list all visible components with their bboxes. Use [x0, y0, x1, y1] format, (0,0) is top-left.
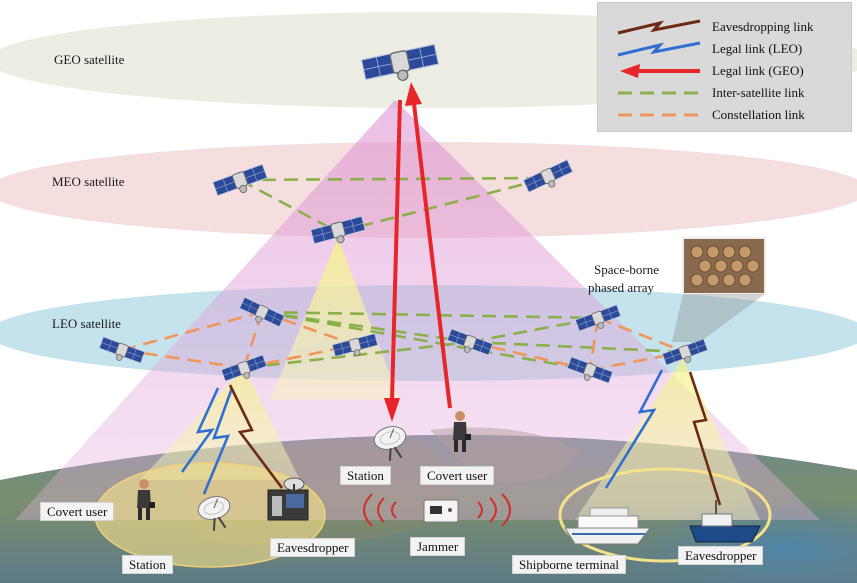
legend-item-constellation: Constellation link: [598, 105, 851, 127]
legend-label-constellation: Constellation link: [712, 107, 805, 122]
phased-array-icon: [672, 237, 766, 342]
leo-layer-label: LEO satellite: [52, 316, 121, 331]
phased-array-label-line1: Space-borne: [594, 262, 659, 277]
meo-layer-label: MEO satellite: [52, 174, 125, 189]
eavesdropping-link-icon: [617, 19, 701, 35]
legal-geo-links: [384, 82, 452, 422]
eavesdropper-left-label: Eavesdropper: [270, 538, 356, 557]
phased-array-label-line2: phased array: [588, 280, 655, 295]
jammer-label: Jammer: [410, 537, 466, 556]
legend: Eavesdropping link Legal link (LEO) Lega…: [597, 2, 852, 132]
jammer-waves: [363, 493, 511, 527]
building-icon: [267, 477, 309, 521]
legend-label-legal-geo: Legal link (GEO): [712, 63, 804, 78]
legend-label-inter-satellite: Inter-satellite link: [712, 85, 805, 100]
ship-icon-eavesdropper: [689, 500, 761, 543]
station-left-label: Station: [122, 555, 173, 574]
right-coverage-area: [558, 467, 772, 563]
legal-leo-links: [180, 369, 664, 495]
legend-item-legal-geo: Legal link (GEO): [598, 61, 851, 83]
eavesdropper-right-label: Eavesdropper: [678, 546, 764, 565]
legend-item-eavesdropping: Eavesdropping link: [598, 17, 851, 39]
shipborne-terminal-label: Shipborne terminal: [512, 555, 627, 574]
legend-item-inter-satellite: Inter-satellite link: [598, 83, 851, 105]
legend-item-legal-leo: Legal link (LEO): [598, 39, 851, 61]
inter-satellite-link-icon: [618, 91, 700, 95]
ship-icon-cruise: [564, 507, 651, 545]
covert-user-left-label: Covert user: [40, 502, 115, 521]
legend-label-legal-leo: Legal link (LEO): [712, 41, 803, 56]
constellation-link-icon: [618, 113, 700, 117]
station-center-label: Station: [340, 466, 391, 485]
leo-beam-right: [575, 358, 760, 520]
eavesdropping-links: [228, 371, 722, 506]
legal-geo-link-icon: [620, 64, 700, 78]
legal-leo-link-icon: [617, 41, 701, 57]
geo-layer-label: GEO satellite: [54, 52, 125, 67]
jammer-icon: [423, 499, 459, 523]
covert-user-center-label: Covert user: [420, 466, 495, 485]
meo-beam: [270, 238, 400, 400]
legend-label-eavesdropping: Eavesdropping link: [712, 19, 814, 34]
